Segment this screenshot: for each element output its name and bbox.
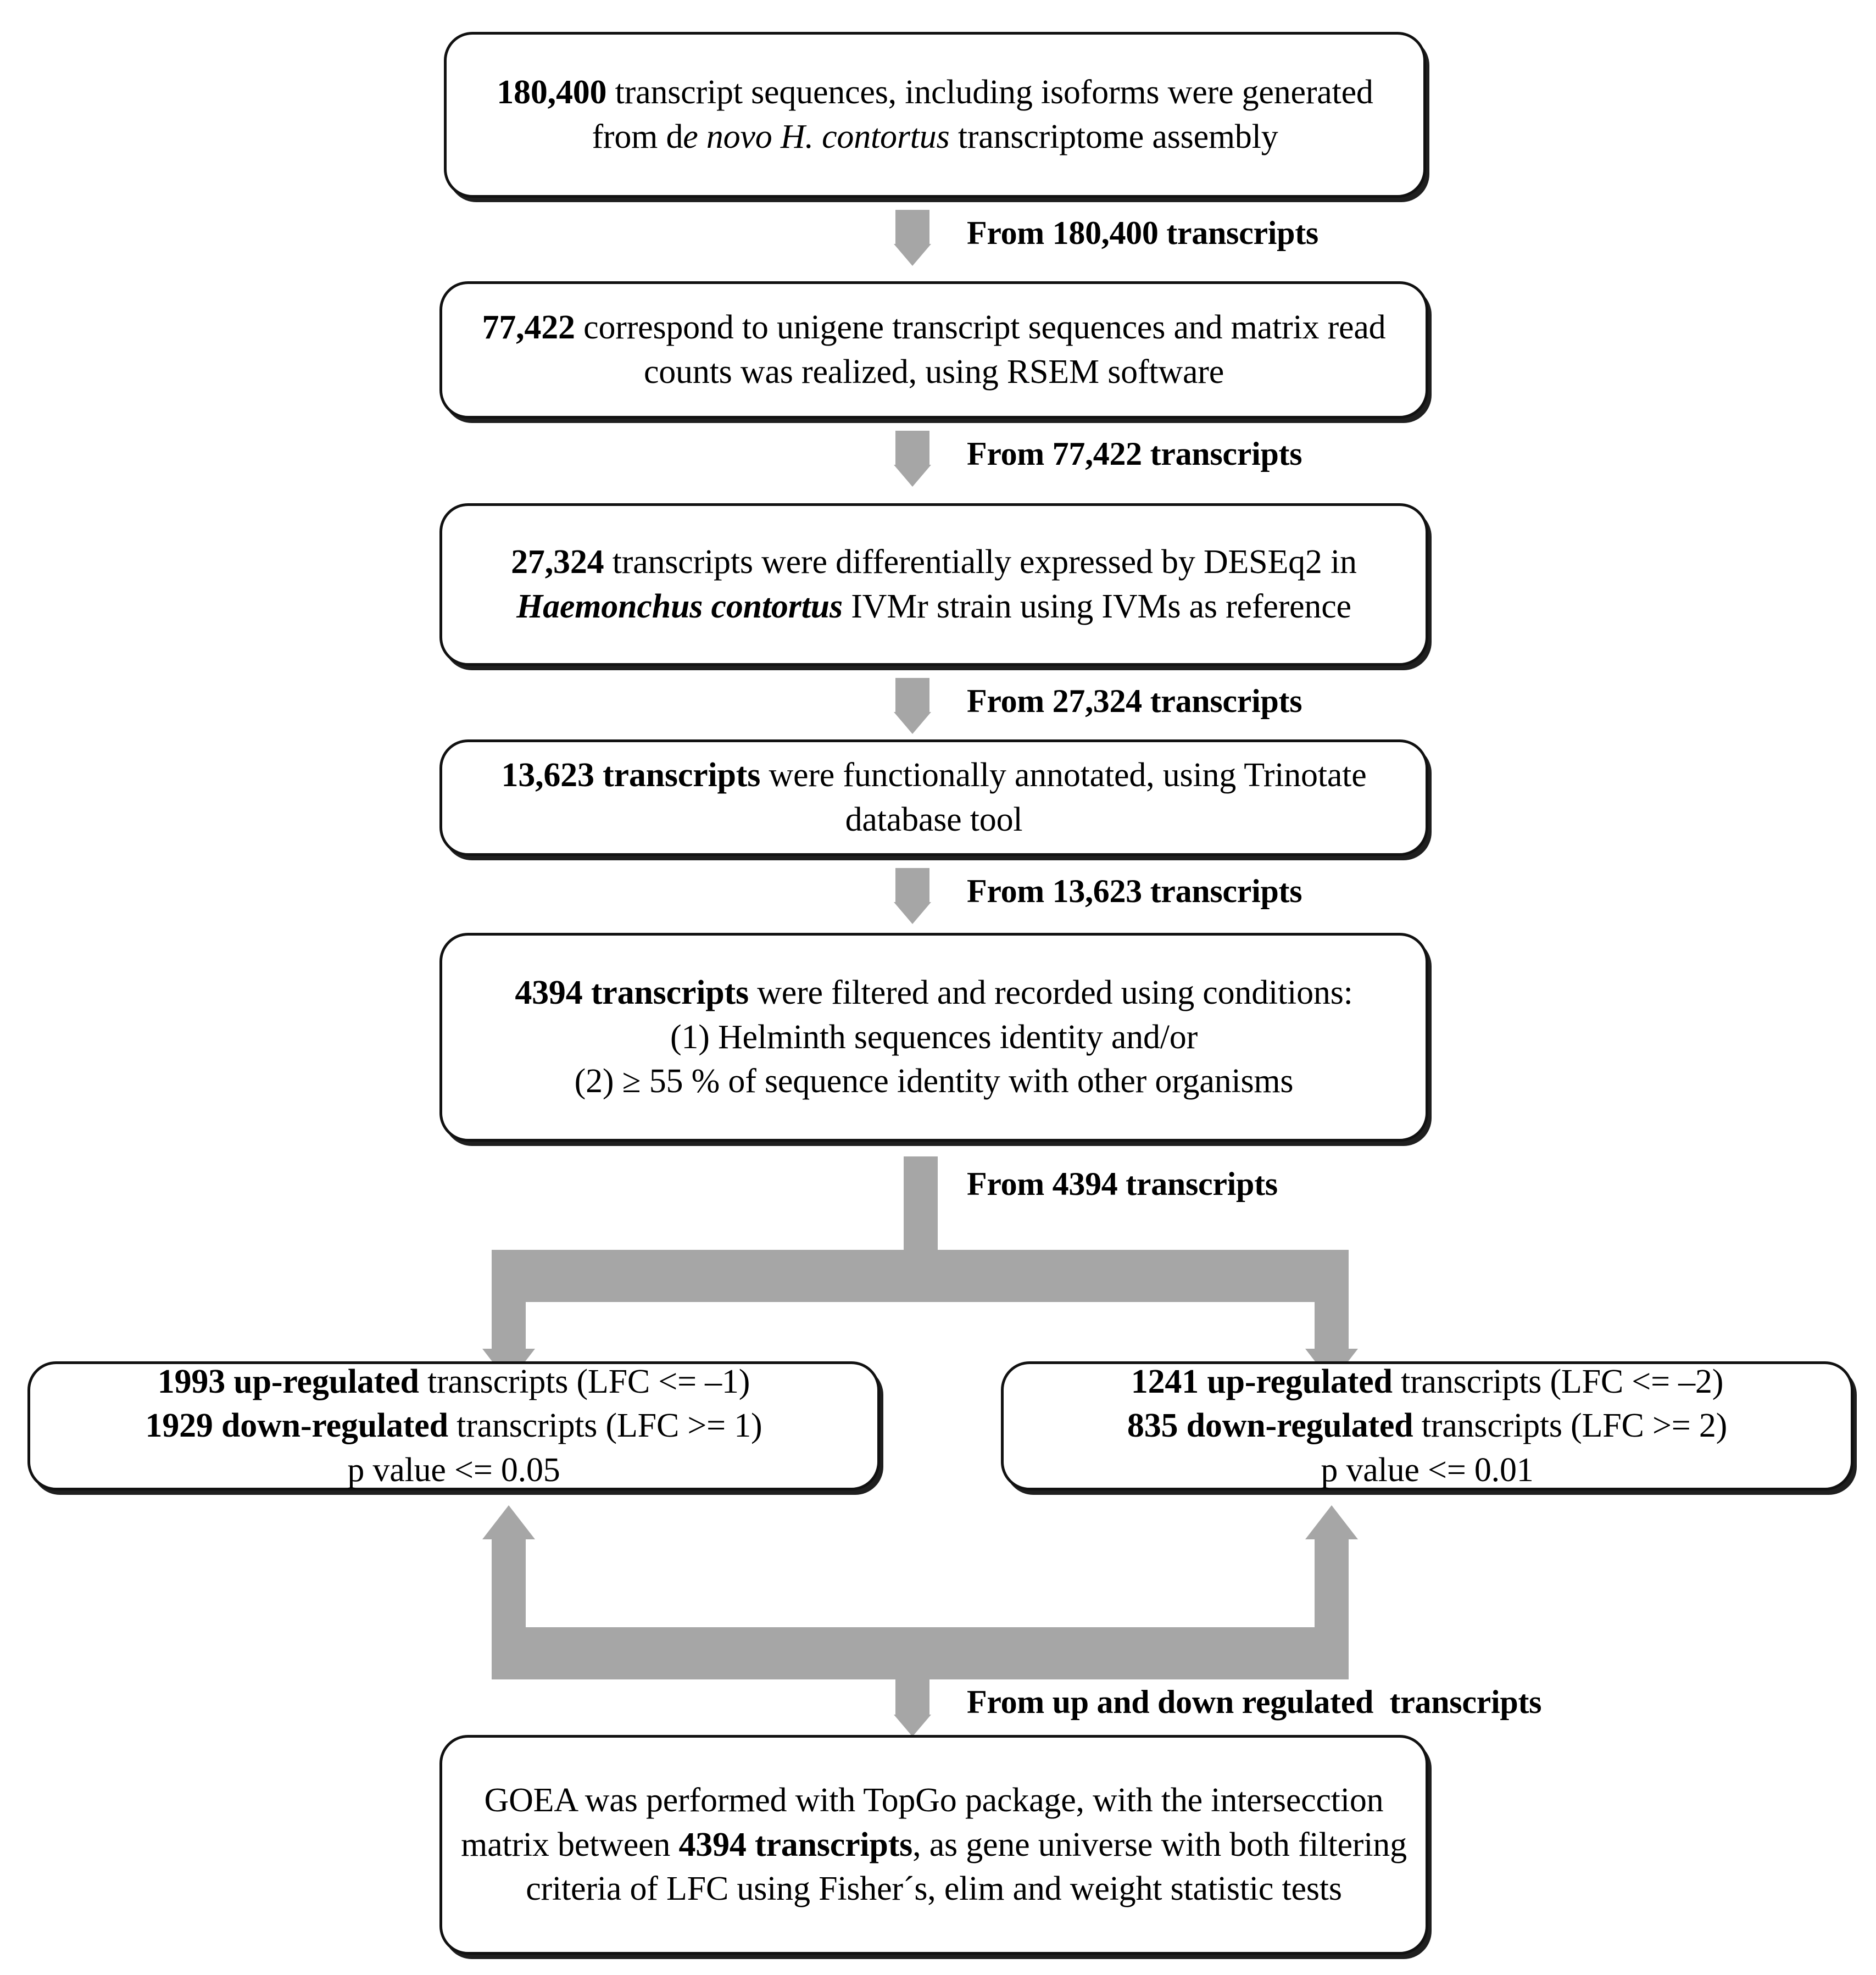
flow-box-step-5-text: 4394 transcripts were filtered and recor… xyxy=(461,971,1407,1104)
arrow-label-a5: From 4394 transcripts xyxy=(967,1166,1278,1202)
flow-box-step-4: 13,623 transcripts were functionally ann… xyxy=(439,739,1428,856)
step-2-text: correspond to unigene transcript sequenc… xyxy=(575,309,1386,391)
merge-leg-left xyxy=(492,1538,526,1632)
step-1-text-b: transcriptome assembly xyxy=(949,118,1278,155)
flow-box-step-2-text: 77,422 correspond to unigene transcript … xyxy=(461,305,1407,394)
arrow-step3-to-step4 xyxy=(882,678,943,736)
arrow-shaft xyxy=(895,431,929,465)
arrow-step2-to-step3 xyxy=(882,431,943,488)
branch-left-line-1: 1993 up-regulated transcripts (LFC <= –1… xyxy=(49,1360,859,1404)
step-1-species: e novo H. contortus xyxy=(683,118,950,155)
flow-box-branch-left-text: 1993 up-regulated transcripts (LFC <= –1… xyxy=(49,1360,859,1493)
merge-connector xyxy=(482,1505,1426,1687)
flow-box-step-1: 180,400 transcript sequences, including … xyxy=(444,32,1426,198)
flow-box-branch-right: 1241 up-regulated transcripts (LFC <= –2… xyxy=(1001,1361,1853,1490)
step-5-count: 4394 transcripts xyxy=(515,974,749,1012)
flow-box-branch-left: 1993 up-regulated transcripts (LFC <= –1… xyxy=(27,1361,880,1490)
branch-left-down-count: 1929 down-regulated xyxy=(145,1407,449,1445)
branch-right-up-rest: transcripts (LFC <= –2) xyxy=(1392,1362,1724,1400)
flow-box-step-2: 77,422 correspond to unigene transcript … xyxy=(439,281,1428,419)
flow-box-step-1-text: 180,400 transcript sequences, including … xyxy=(465,70,1405,159)
merge-leg-right xyxy=(1315,1538,1349,1632)
arrow-merge-to-final xyxy=(882,1678,943,1739)
arrow-label-a4: From 13,623 transcripts xyxy=(967,873,1302,909)
arrow-head-down-icon xyxy=(894,902,931,924)
arrow-step1-to-step2 xyxy=(882,210,943,268)
split-bar xyxy=(492,1250,1349,1302)
flow-box-final: GOEA was performed with TopGo package, w… xyxy=(439,1735,1428,1955)
flow-box-step-3: 27,324 transcripts were differentially e… xyxy=(439,503,1428,666)
branch-right-line-1: 1241 up-regulated transcripts (LFC <= –2… xyxy=(1022,1360,1832,1404)
branch-right-line-2: 835 down-regulated transcripts (LFC >= 2… xyxy=(1022,1404,1832,1448)
branch-right-pvalue: p value <= 0.01 xyxy=(1321,1451,1534,1489)
step-1-text-a: transcript sequences, including isoforms… xyxy=(592,74,1373,155)
branch-left-line-2: 1929 down-regulated transcripts (LFC >= … xyxy=(49,1404,859,1448)
flow-box-step-3-text: 27,324 transcripts were differentially e… xyxy=(461,540,1407,628)
arrow-shaft xyxy=(895,678,929,712)
step-3-species: Haemonchus contortus xyxy=(516,588,843,625)
step-5-line-1: 4394 transcripts were filtered and recor… xyxy=(461,971,1407,1015)
branch-right-up-count: 1241 up-regulated xyxy=(1131,1362,1393,1400)
step-4-count: 13,623 transcripts xyxy=(501,756,761,794)
arrow-label-a1: From 180,400 transcripts xyxy=(967,215,1318,251)
final-count: 4394 transcripts xyxy=(678,1826,913,1863)
arrow-shaft xyxy=(895,210,929,244)
branch-left-up-count: 1993 up-regulated xyxy=(157,1362,419,1400)
step-3-text-a: transcripts were differentially expresse… xyxy=(604,543,1357,581)
arrow-shaft xyxy=(895,1678,929,1715)
split-connector xyxy=(482,1156,1426,1387)
flow-box-final-text: GOEA was performed with TopGo package, w… xyxy=(461,1778,1407,1911)
merge-arrow-head-right-icon xyxy=(1305,1505,1358,1539)
arrow-head-down-icon xyxy=(894,465,931,487)
step-3-count: 27,324 xyxy=(511,543,604,581)
branch-left-up-rest: transcripts (LFC <= –1) xyxy=(419,1362,750,1400)
step-4-text: were functionally annotated, using Trino… xyxy=(760,756,1367,838)
branch-left-pvalue: p value <= 0.05 xyxy=(347,1451,560,1489)
step-5-line-4: (2) ≥ 55 % of sequence identity with oth… xyxy=(574,1062,1294,1100)
step-5-line-3: (1) Helminth sequences identity and/or xyxy=(670,1018,1198,1056)
arrow-shaft xyxy=(895,868,929,902)
split-stem xyxy=(904,1156,938,1255)
step-2-count: 77,422 xyxy=(482,309,576,347)
branch-right-down-count: 835 down-regulated xyxy=(1127,1407,1413,1445)
arrow-label-a6: From up and down regulated transcripts xyxy=(967,1684,1542,1720)
flow-box-step-4-text: 13,623 transcripts were functionally ann… xyxy=(461,753,1407,842)
arrow-head-down-icon xyxy=(894,244,931,266)
arrow-head-down-icon xyxy=(894,712,931,734)
branch-left-down-rest: transcripts (LFC >= 1) xyxy=(448,1407,762,1445)
step-3-text-b: IVMr strain using IVMs as reference xyxy=(842,588,1351,625)
flow-box-branch-right-text: 1241 up-regulated transcripts (LFC <= –2… xyxy=(1022,1360,1832,1493)
merge-bar xyxy=(492,1627,1349,1679)
step-5-text: were filtered and recorded using conditi… xyxy=(748,974,1353,1012)
flow-box-step-5: 4394 transcripts were filtered and recor… xyxy=(439,933,1428,1142)
branch-right-down-rest: transcripts (LFC >= 2) xyxy=(1413,1407,1728,1445)
final-text-a: GOEA was performed with TopGo package, w… xyxy=(461,1782,1384,1863)
arrow-head-down-icon xyxy=(894,1715,931,1737)
split-leg-left xyxy=(492,1250,526,1349)
merge-arrow-head-left-icon xyxy=(482,1505,535,1539)
arrow-label-a3: From 27,324 transcripts xyxy=(967,683,1302,719)
final-text-b: , as gene universe with both filtering c… xyxy=(526,1826,1407,1908)
arrow-label-a2: From 77,422 transcripts xyxy=(967,436,1302,472)
step-1-count: 180,400 xyxy=(497,74,607,112)
arrow-step4-to-step5 xyxy=(882,868,943,926)
split-leg-right xyxy=(1315,1250,1349,1349)
